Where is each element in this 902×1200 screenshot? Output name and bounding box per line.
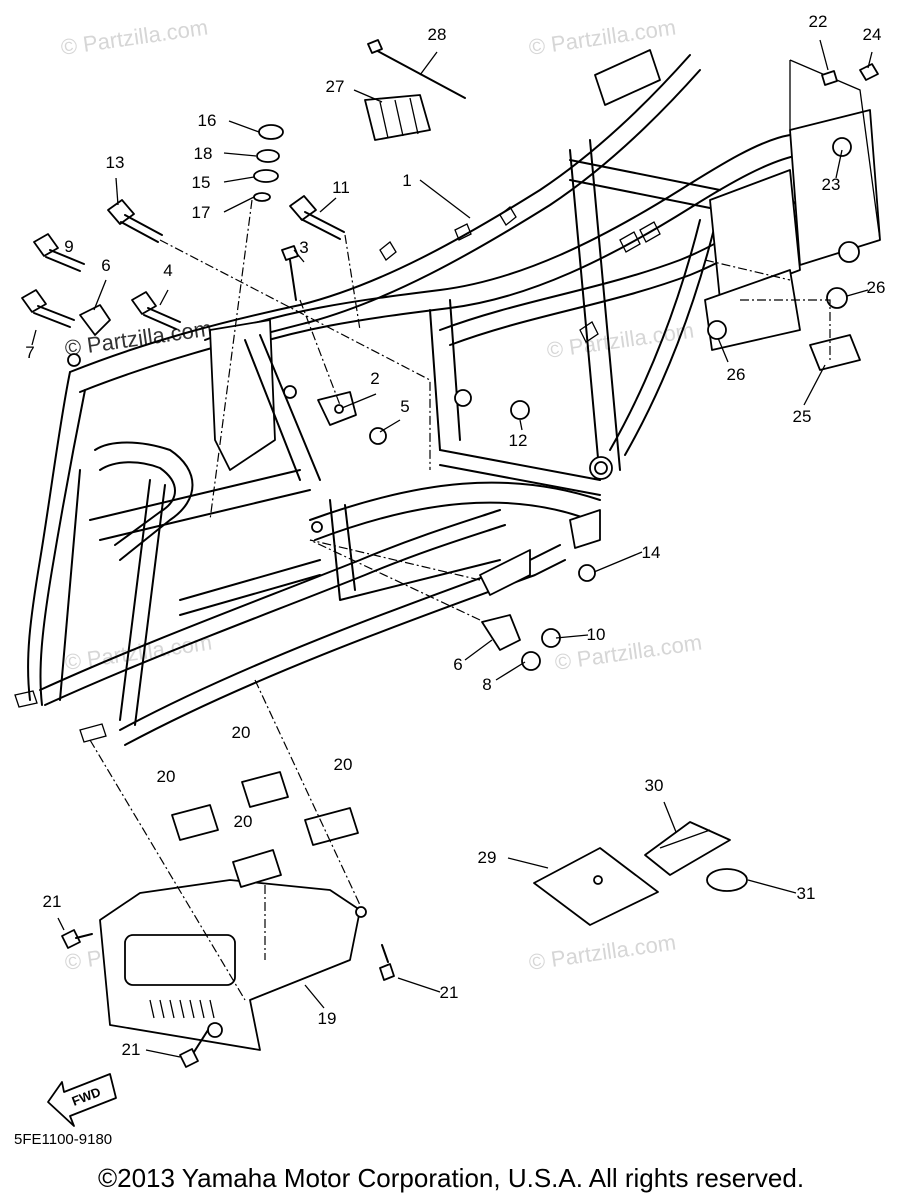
- forward-arrow: FWD: [47, 1073, 117, 1127]
- watermark-w2: © Partzilla.com: [527, 15, 677, 60]
- callout-c20d: 20: [234, 812, 253, 831]
- watermark-w5: © Partzilla.com: [63, 630, 213, 675]
- callout-c22: 22: [809, 12, 828, 31]
- small-parts-drawing: [21, 39, 596, 671]
- callout-c7: 7: [25, 343, 34, 362]
- watermark-w1: © Partzilla.com: [59, 15, 209, 60]
- callout-c5: 5: [400, 397, 409, 416]
- callout-c12: 12: [509, 431, 528, 450]
- callout-c25: 25: [793, 407, 812, 426]
- callout-c6b: 6: [453, 655, 462, 674]
- callout-c24: 24: [863, 25, 882, 44]
- callout-c15: 15: [192, 173, 211, 192]
- callout-c2: 2: [370, 369, 379, 388]
- callout-c17: 17: [192, 203, 211, 222]
- callout-c29: 29: [478, 848, 497, 867]
- leader-lines: [31, 39, 873, 1058]
- callout-c10: 10: [587, 625, 606, 644]
- callout-c28: 28: [428, 25, 447, 44]
- frame-drawing: [14, 49, 801, 746]
- diagram-code: 5FE1100-9180: [14, 1131, 113, 1148]
- callout-c21a: 21: [43, 892, 62, 911]
- rear-bracket-drawing: [704, 59, 881, 371]
- callout-c9: 9: [64, 237, 73, 256]
- callout-c20c: 20: [334, 755, 353, 774]
- callout-c6a: 6: [101, 256, 110, 275]
- callout-c11: 11: [332, 178, 350, 197]
- skid-plate-drawing: [61, 771, 395, 1068]
- callout-c21b: 21: [440, 983, 459, 1002]
- callout-c20a: 20: [157, 767, 176, 786]
- callout-c18: 18: [194, 144, 213, 163]
- callout-c16: 16: [198, 111, 217, 130]
- callout-c30: 30: [645, 776, 664, 795]
- assembly-lines: [89, 199, 831, 1001]
- callout-c21c: 21: [122, 1040, 141, 1059]
- callout-c8: 8: [482, 675, 491, 694]
- callout-c14: 14: [642, 543, 661, 562]
- callout-c31: 31: [797, 884, 816, 903]
- callout-c26a: 26: [867, 278, 886, 297]
- accessory-drawing: [533, 821, 748, 926]
- callout-c1: 1: [402, 171, 411, 190]
- callout-c19: 19: [318, 1009, 337, 1028]
- callout-c3: 3: [299, 238, 308, 257]
- callout-c26b: 26: [727, 365, 746, 384]
- callout-c4: 4: [163, 261, 172, 280]
- callout-c13: 13: [106, 153, 125, 172]
- watermark-w8: © Partzilla.com: [527, 930, 677, 975]
- copyright-notice: ©2013 Yamaha Motor Corporation, U.S.A. A…: [97, 1163, 805, 1193]
- watermark-layer: © Partzilla.com © Partzilla.com © Partzill…: [59, 15, 703, 975]
- callout-c27: 27: [326, 77, 345, 96]
- callout-layer: 1234566789101112131415161718192020202021…: [25, 12, 885, 1059]
- callout-c23: 23: [822, 175, 841, 194]
- callout-c20b: 20: [232, 723, 251, 742]
